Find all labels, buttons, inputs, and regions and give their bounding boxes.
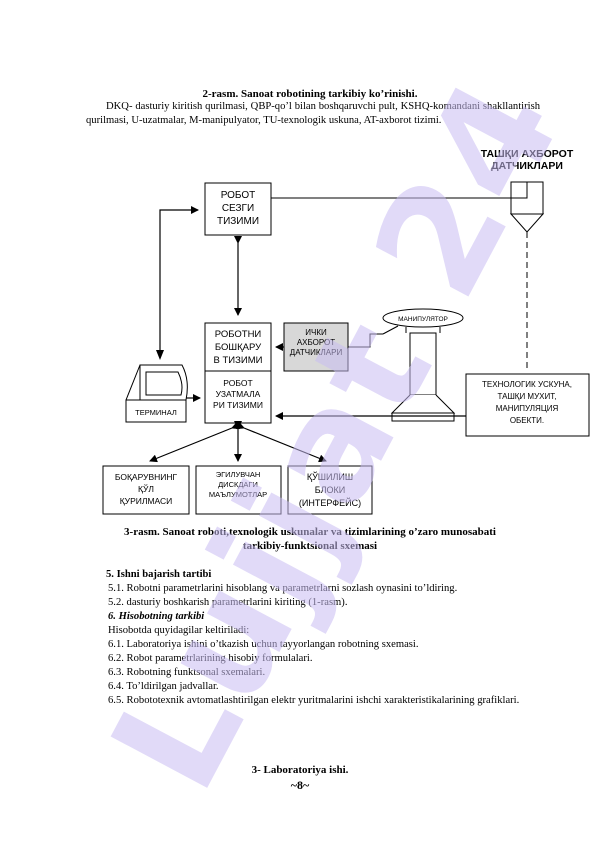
svg-text:ДАТЧИКЛАРИ: ДАТЧИКЛАРИ — [290, 348, 343, 357]
sensor-to-sense-line — [271, 182, 528, 199]
svg-text:ТИЗИМИ: ТИЗИМИ — [217, 216, 259, 227]
section6-item-1: 6.1. Laboratoriya ishini o’tkazish uchun… — [108, 639, 419, 650]
page-number: ~8~ — [290, 778, 310, 792]
robot-structure-diagram: ТАШҚИ АХБОРОТ ДАТЧИКЛАРИ РОБОТ СЕЗГИ ТИЗ… — [102, 148, 590, 515]
section6-item-4: 6.4. To’ldirilgan jadvallar. — [108, 681, 219, 692]
drive-manual-arrow — [149, 421, 240, 463]
svg-text:ТЕХНОЛОГИК УСКУНА,: ТЕХНОЛОГИК УСКУНА, — [482, 380, 572, 389]
manual-control-box: БОҚАРУВНИНГ ҚЎЛ ҚУРИЛМАСИ — [102, 465, 190, 515]
svg-text:МАНИПУЛЯТОР: МАНИПУЛЯТОР — [398, 316, 448, 323]
svg-text:РОБОТНИ: РОБОТНИ — [215, 329, 262, 340]
svg-text:РИ ТИЗИМИ: РИ ТИЗИМИ — [213, 400, 263, 410]
terminal-sense-arrow — [159, 206, 199, 357]
section6-item-5: 6.5. Robototexnik avtomatlashtirilgan el… — [108, 695, 520, 706]
control-system-box: РОБОТНИ БОШҚАРУ В ТИЗИМИ — [204, 322, 272, 372]
terminal: ТЕРМИНАЛ — [125, 364, 188, 423]
svg-text:СЕЗГИ: СЕЗГИ — [222, 203, 254, 214]
drive-system-box: РОБОТ УЗАТМАЛА РИ ТИЗИМИ — [204, 370, 272, 424]
svg-text:ҚЎЛ: ҚЎЛ — [138, 483, 154, 494]
tech-equipment-box: ТЕХНОЛОГИК УСКУНА, ТАШҚИ МУХИТ, МАНИПУЛЯ… — [465, 373, 590, 437]
svg-text:УЗАТМАЛА: УЗАТМАЛА — [216, 389, 261, 399]
svg-text:ОБЕКТИ.: ОБЕКТИ. — [510, 416, 544, 425]
lab-title: 3- Laboratoriya ishi. — [251, 764, 349, 776]
svg-text:МАЪЛУМОТЛАР: МАЪЛУМОТЛАР — [209, 490, 267, 499]
svg-text:МАНИПУЛЯЦИЯ: МАНИПУЛЯЦИЯ — [496, 404, 559, 413]
svg-text:АХБОРОТ: АХБОРОТ — [297, 338, 335, 347]
external-sensors-label-2: ДАТЧИКЛАРИ — [491, 160, 563, 172]
section6-item-3: 6.3. Robotning funktsonal sxemalari. — [108, 667, 266, 678]
section5-item-2: 5.2. dasturiy boshkarish parametrlarini … — [108, 597, 348, 608]
svg-text:БОҚАРУВНИНГ: БОҚАРУВНИНГ — [115, 472, 178, 482]
figure3-caption-line1: 3-rasm. Sanoat roboti,texnologik uskunal… — [124, 526, 496, 538]
section6-title: 6. Hisobotning tarkibi — [108, 611, 205, 622]
section6-item-2: 6.2. Robot parametrlarining hisobiy form… — [108, 653, 313, 664]
internal-sensors-box: ИЧКИ АХБОРОТ ДАТЧИКЛАРИ — [283, 322, 349, 372]
svg-text:ҚУРИЛМАСИ: ҚУРИЛМАСИ — [120, 496, 173, 506]
manipulator: МАНИПУЛЯТОР — [382, 308, 464, 422]
svg-text:ТАШҚИ МУХИТ,: ТАШҚИ МУХИТ, — [498, 392, 557, 401]
section5-item-1: 5.1. Robotni parametrlarini hisoblang va… — [108, 583, 458, 594]
svg-text:ИЧКИ: ИЧКИ — [305, 328, 327, 337]
section5-title: 5. Ishni bajarish tartibi — [106, 569, 212, 580]
svg-text:ЭГИЛУВЧАН: ЭГИЛУВЧАН — [216, 470, 261, 479]
section6-intro: Hisobotda quyidagilar keltiriladi: — [108, 625, 250, 636]
external-sensors-label-1: ТАШҚИ АХБОРОТ — [481, 148, 574, 160]
svg-text:ДИСКДАГИ: ДИСКДАГИ — [218, 480, 258, 489]
drive-interface-arrow — [236, 421, 327, 463]
disk-data-box: ЭГИЛУВЧАН ДИСКДАГИ МАЪЛУМОТЛАР — [195, 465, 282, 515]
figure2-legend: DKQ- dasturiy kiritish qurilmasi, QBP-qo… — [86, 101, 540, 126]
sense-system-box: РОБОТ СЕЗГИ ТИЗИМИ — [204, 182, 272, 236]
interface-box: ҚЎШИЛИШ БЛОКИ (ИНТЕРФЕЙС) — [287, 465, 373, 515]
figure2-caption: 2-rasm. Sanoat robotining tarkibiy ko’ri… — [202, 88, 418, 100]
figure3-caption-line2: tarkibiy-funktsional sxemasi — [242, 540, 378, 552]
svg-text:ҚЎШИЛИШ: ҚЎШИЛИШ — [307, 471, 353, 482]
svg-text:ТЕРМИНАЛ: ТЕРМИНАЛ — [135, 408, 177, 417]
svg-text:РОБОТ: РОБОТ — [223, 378, 252, 388]
svg-text:БЛОКИ: БЛОКИ — [315, 485, 346, 495]
manipulator-to-internal-line — [348, 333, 383, 348]
svg-text:БОШҚАРУ: БОШҚАРУ — [215, 342, 262, 353]
svg-text:(ИНТЕРФЕЙС): (ИНТЕРФЕЙС) — [299, 497, 361, 508]
svg-text:РОБОТ: РОБОТ — [221, 190, 256, 201]
svg-text:В ТИЗИМИ: В ТИЗИМИ — [214, 355, 263, 366]
